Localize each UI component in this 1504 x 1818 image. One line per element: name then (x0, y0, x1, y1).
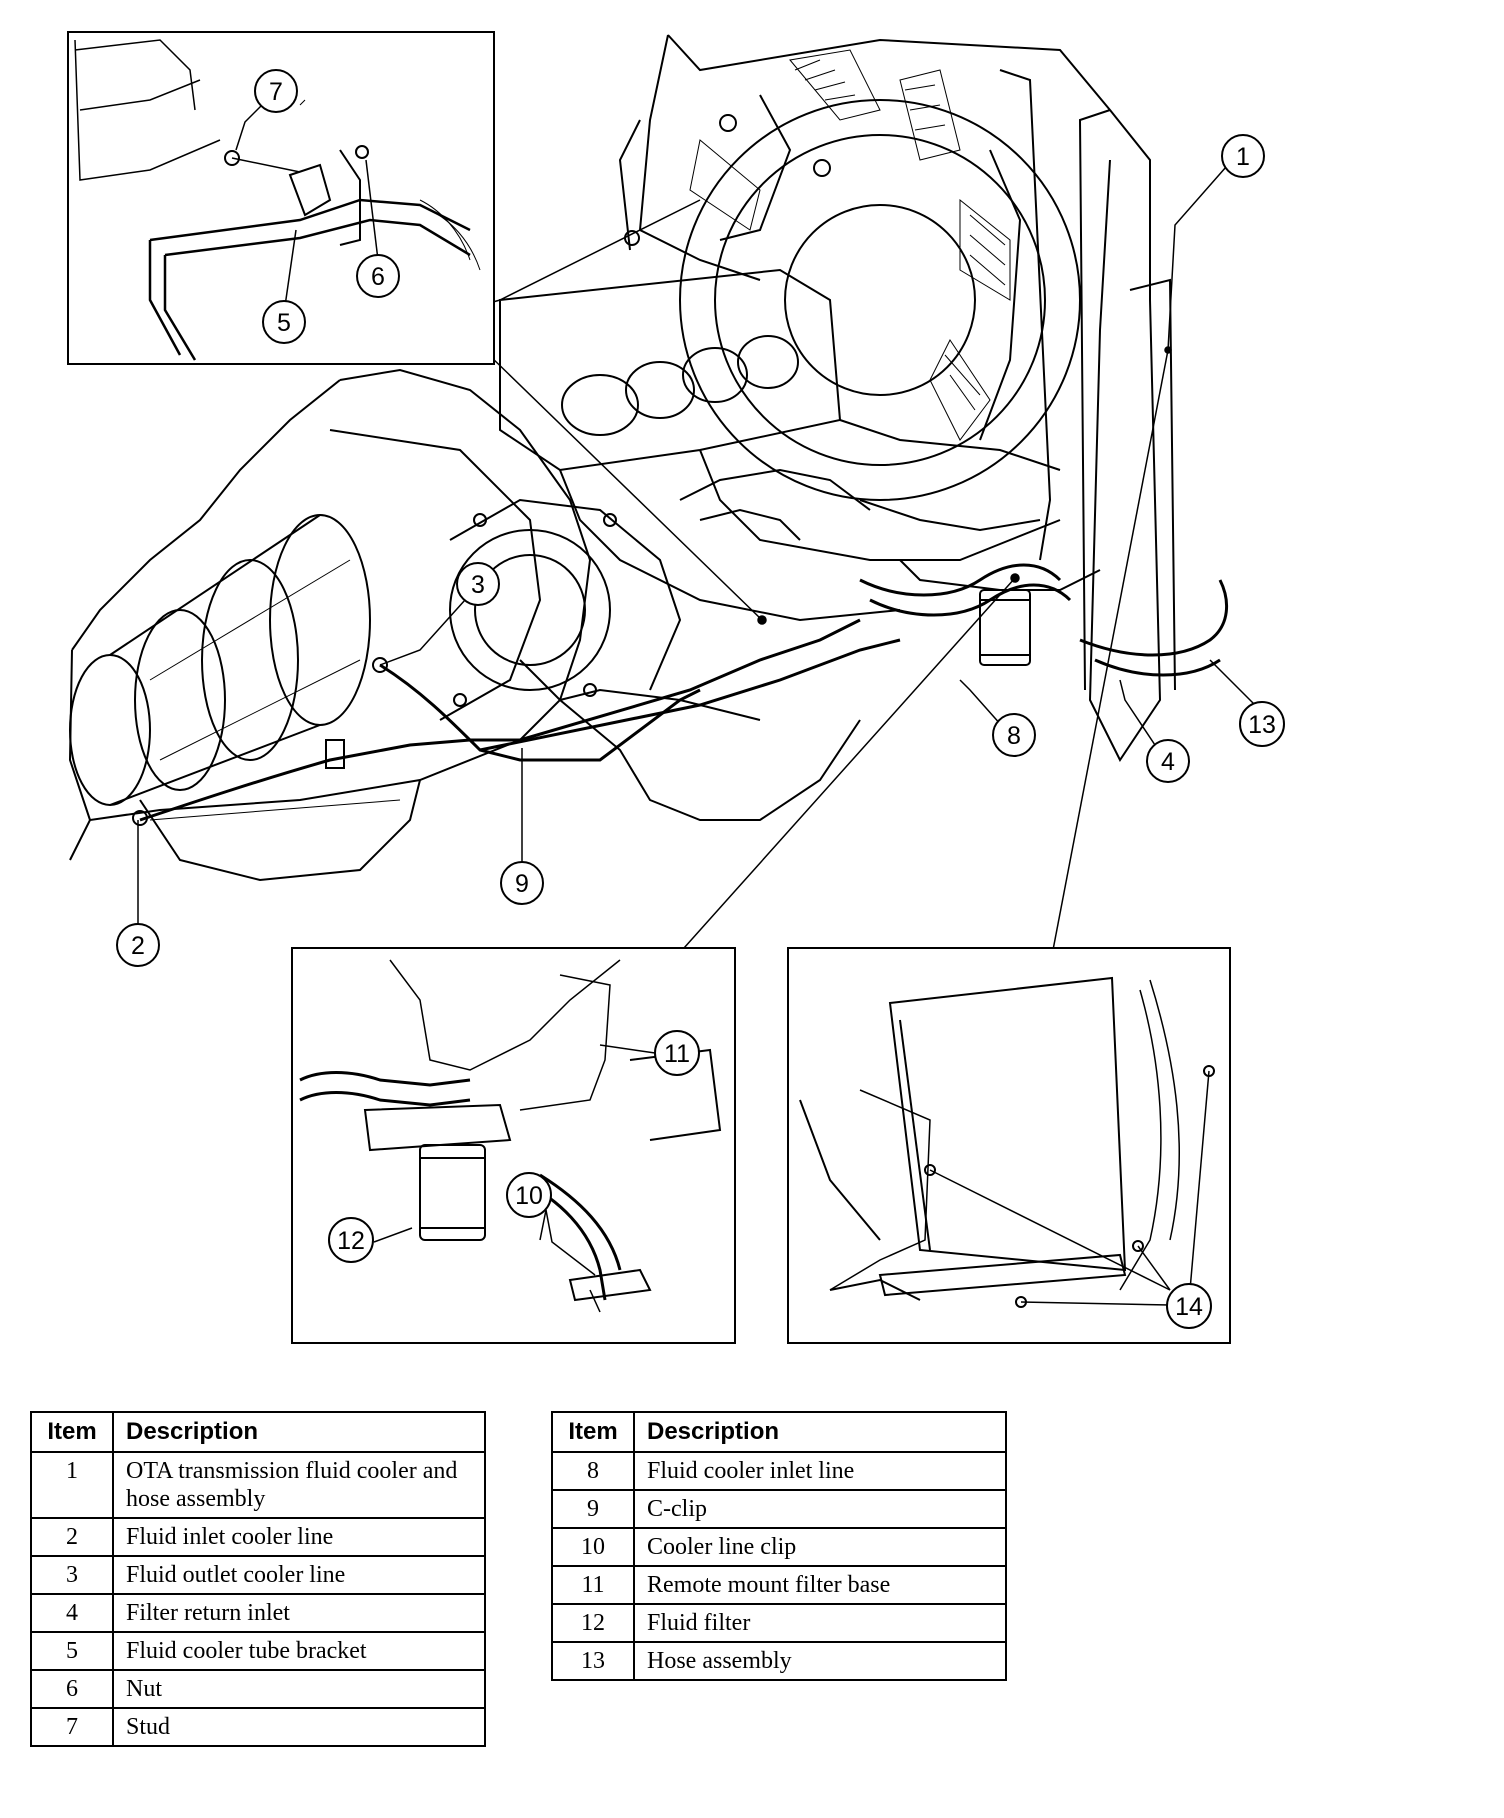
callout-13: 13 (1239, 701, 1285, 747)
table-row: 12 Fluid filter (551, 1603, 1007, 1643)
row-item: 1 (30, 1451, 114, 1519)
callout-8-label: 8 (1007, 722, 1021, 750)
callout-7: 7 (254, 69, 298, 113)
callout-10-label: 10 (515, 1182, 543, 1210)
engine-block-drawing (499, 268, 1229, 821)
row-item: 3 (30, 1555, 114, 1595)
row-description: Fluid outlet cooler line (112, 1555, 486, 1595)
header-item: Item (30, 1411, 114, 1453)
callout-6-label: 6 (371, 263, 385, 291)
inset-filter-detail (291, 947, 736, 1344)
table-header-row: Item Description (551, 1411, 1007, 1453)
table-row: 3 Fluid outlet cooler line (30, 1555, 486, 1595)
callout-3: 3 (456, 562, 500, 606)
callout-13-label: 13 (1248, 711, 1276, 739)
row-description: Fluid inlet cooler line (112, 1517, 486, 1557)
table-header-row: Item Description (30, 1411, 486, 1453)
callout-4-label: 4 (1161, 748, 1175, 776)
parts-table-right: Item Description 8 Fluid cooler inlet li… (551, 1411, 1007, 1681)
callout-9-label: 9 (515, 870, 529, 898)
row-description: Fluid filter (633, 1603, 1007, 1643)
transmission-drawing (68, 368, 901, 882)
row-item: 8 (551, 1451, 635, 1491)
callout-2: 2 (116, 923, 160, 967)
row-description: Cooler line clip (633, 1527, 1007, 1567)
table-row: 13 Hose assembly (551, 1641, 1007, 1681)
header-description: Description (112, 1411, 486, 1453)
row-item: 12 (551, 1603, 635, 1643)
table-row: 7 Stud (30, 1707, 486, 1747)
row-description: Nut (112, 1669, 486, 1709)
row-item: 4 (30, 1593, 114, 1633)
callout-12-label: 12 (337, 1227, 365, 1255)
callout-11-label: 11 (664, 1040, 690, 1068)
table-row: 11 Remote mount filter base (551, 1565, 1007, 1605)
callout-14-label: 14 (1175, 1293, 1203, 1321)
header-item: Item (551, 1411, 635, 1453)
row-description: Fluid cooler tube bracket (112, 1631, 486, 1671)
callout-11: 11 (654, 1030, 700, 1076)
row-description: OTA transmission fluid cooler and hose a… (112, 1451, 486, 1519)
row-item: 11 (551, 1565, 635, 1605)
table-row: 6 Nut (30, 1669, 486, 1709)
callout-4: 4 (1146, 739, 1190, 783)
callout-2-label: 2 (131, 932, 145, 960)
callout-1: 1 (1221, 134, 1265, 178)
main-illustration (68, 34, 1261, 951)
parts-table-left: Item Description 1 OTA transmission flui… (30, 1411, 486, 1747)
row-item: 13 (551, 1641, 635, 1681)
row-item: 2 (30, 1517, 114, 1557)
callout-3-label: 3 (471, 571, 485, 599)
callout-6: 6 (356, 254, 400, 298)
table-row: 5 Fluid cooler tube bracket (30, 1631, 486, 1671)
row-description: Stud (112, 1707, 486, 1747)
callout-8: 8 (992, 713, 1036, 757)
callout-5-label: 5 (277, 309, 291, 337)
callout-14: 14 (1166, 1283, 1212, 1329)
transmission-cooler-diagram: 1 2 3 4 5 6 7 8 9 10 11 12 (67, 31, 1285, 1344)
table-row: 9 C-clip (551, 1489, 1007, 1529)
callout-10: 10 (506, 1172, 552, 1218)
callout-12: 12 (328, 1217, 374, 1263)
row-description: Hose assembly (633, 1641, 1007, 1681)
row-description: C-clip (633, 1489, 1007, 1529)
row-item: 10 (551, 1527, 635, 1567)
row-description: Fluid cooler inlet line (633, 1451, 1007, 1491)
callout-9: 9 (500, 861, 544, 905)
table-row: 8 Fluid cooler inlet line (551, 1451, 1007, 1491)
row-item: 9 (551, 1489, 635, 1529)
table-row: 4 Filter return inlet (30, 1593, 486, 1633)
callout-1-label: 1 (1236, 143, 1250, 171)
callout-7-label: 7 (269, 78, 283, 106)
table-row: 1 OTA transmission fluid cooler and hose… (30, 1451, 486, 1519)
header-description: Description (633, 1411, 1007, 1453)
row-description: Filter return inlet (112, 1593, 486, 1633)
table-row: 10 Cooler line clip (551, 1527, 1007, 1567)
fan-shroud-drawing (618, 34, 1176, 762)
callout-5: 5 (262, 300, 306, 344)
inset-cooler-detail (787, 947, 1231, 1344)
row-item: 6 (30, 1669, 114, 1709)
row-item: 7 (30, 1707, 114, 1747)
row-item: 5 (30, 1631, 114, 1671)
table-row: 2 Fluid inlet cooler line (30, 1517, 486, 1557)
row-description: Remote mount filter base (633, 1565, 1007, 1605)
